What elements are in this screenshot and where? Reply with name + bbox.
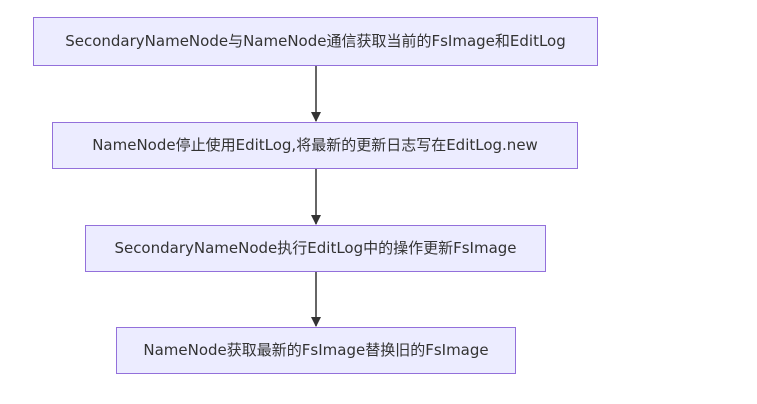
flow-node-apply-editlog: SecondaryNameNode执行EditLog中的操作更新FsImage [85, 225, 546, 272]
flow-node-label: SecondaryNameNode执行EditLog中的操作更新FsImage [114, 239, 517, 257]
flow-node-label: NameNode获取最新的FsImage替换旧的FsImage [143, 341, 489, 359]
flow-node-label: NameNode停止使用EditLog,将最新的更新日志写在EditLog.ne… [92, 136, 538, 154]
flow-node-fetch-fsimage-editlog: SecondaryNameNode与NameNode通信获取当前的FsImage… [33, 17, 598, 66]
flow-node-replace-fsimage: NameNode获取最新的FsImage替换旧的FsImage [116, 327, 516, 374]
flow-node-label: SecondaryNameNode与NameNode通信获取当前的FsImage… [65, 32, 566, 50]
flow-node-stop-editlog: NameNode停止使用EditLog,将最新的更新日志写在EditLog.ne… [52, 122, 578, 169]
